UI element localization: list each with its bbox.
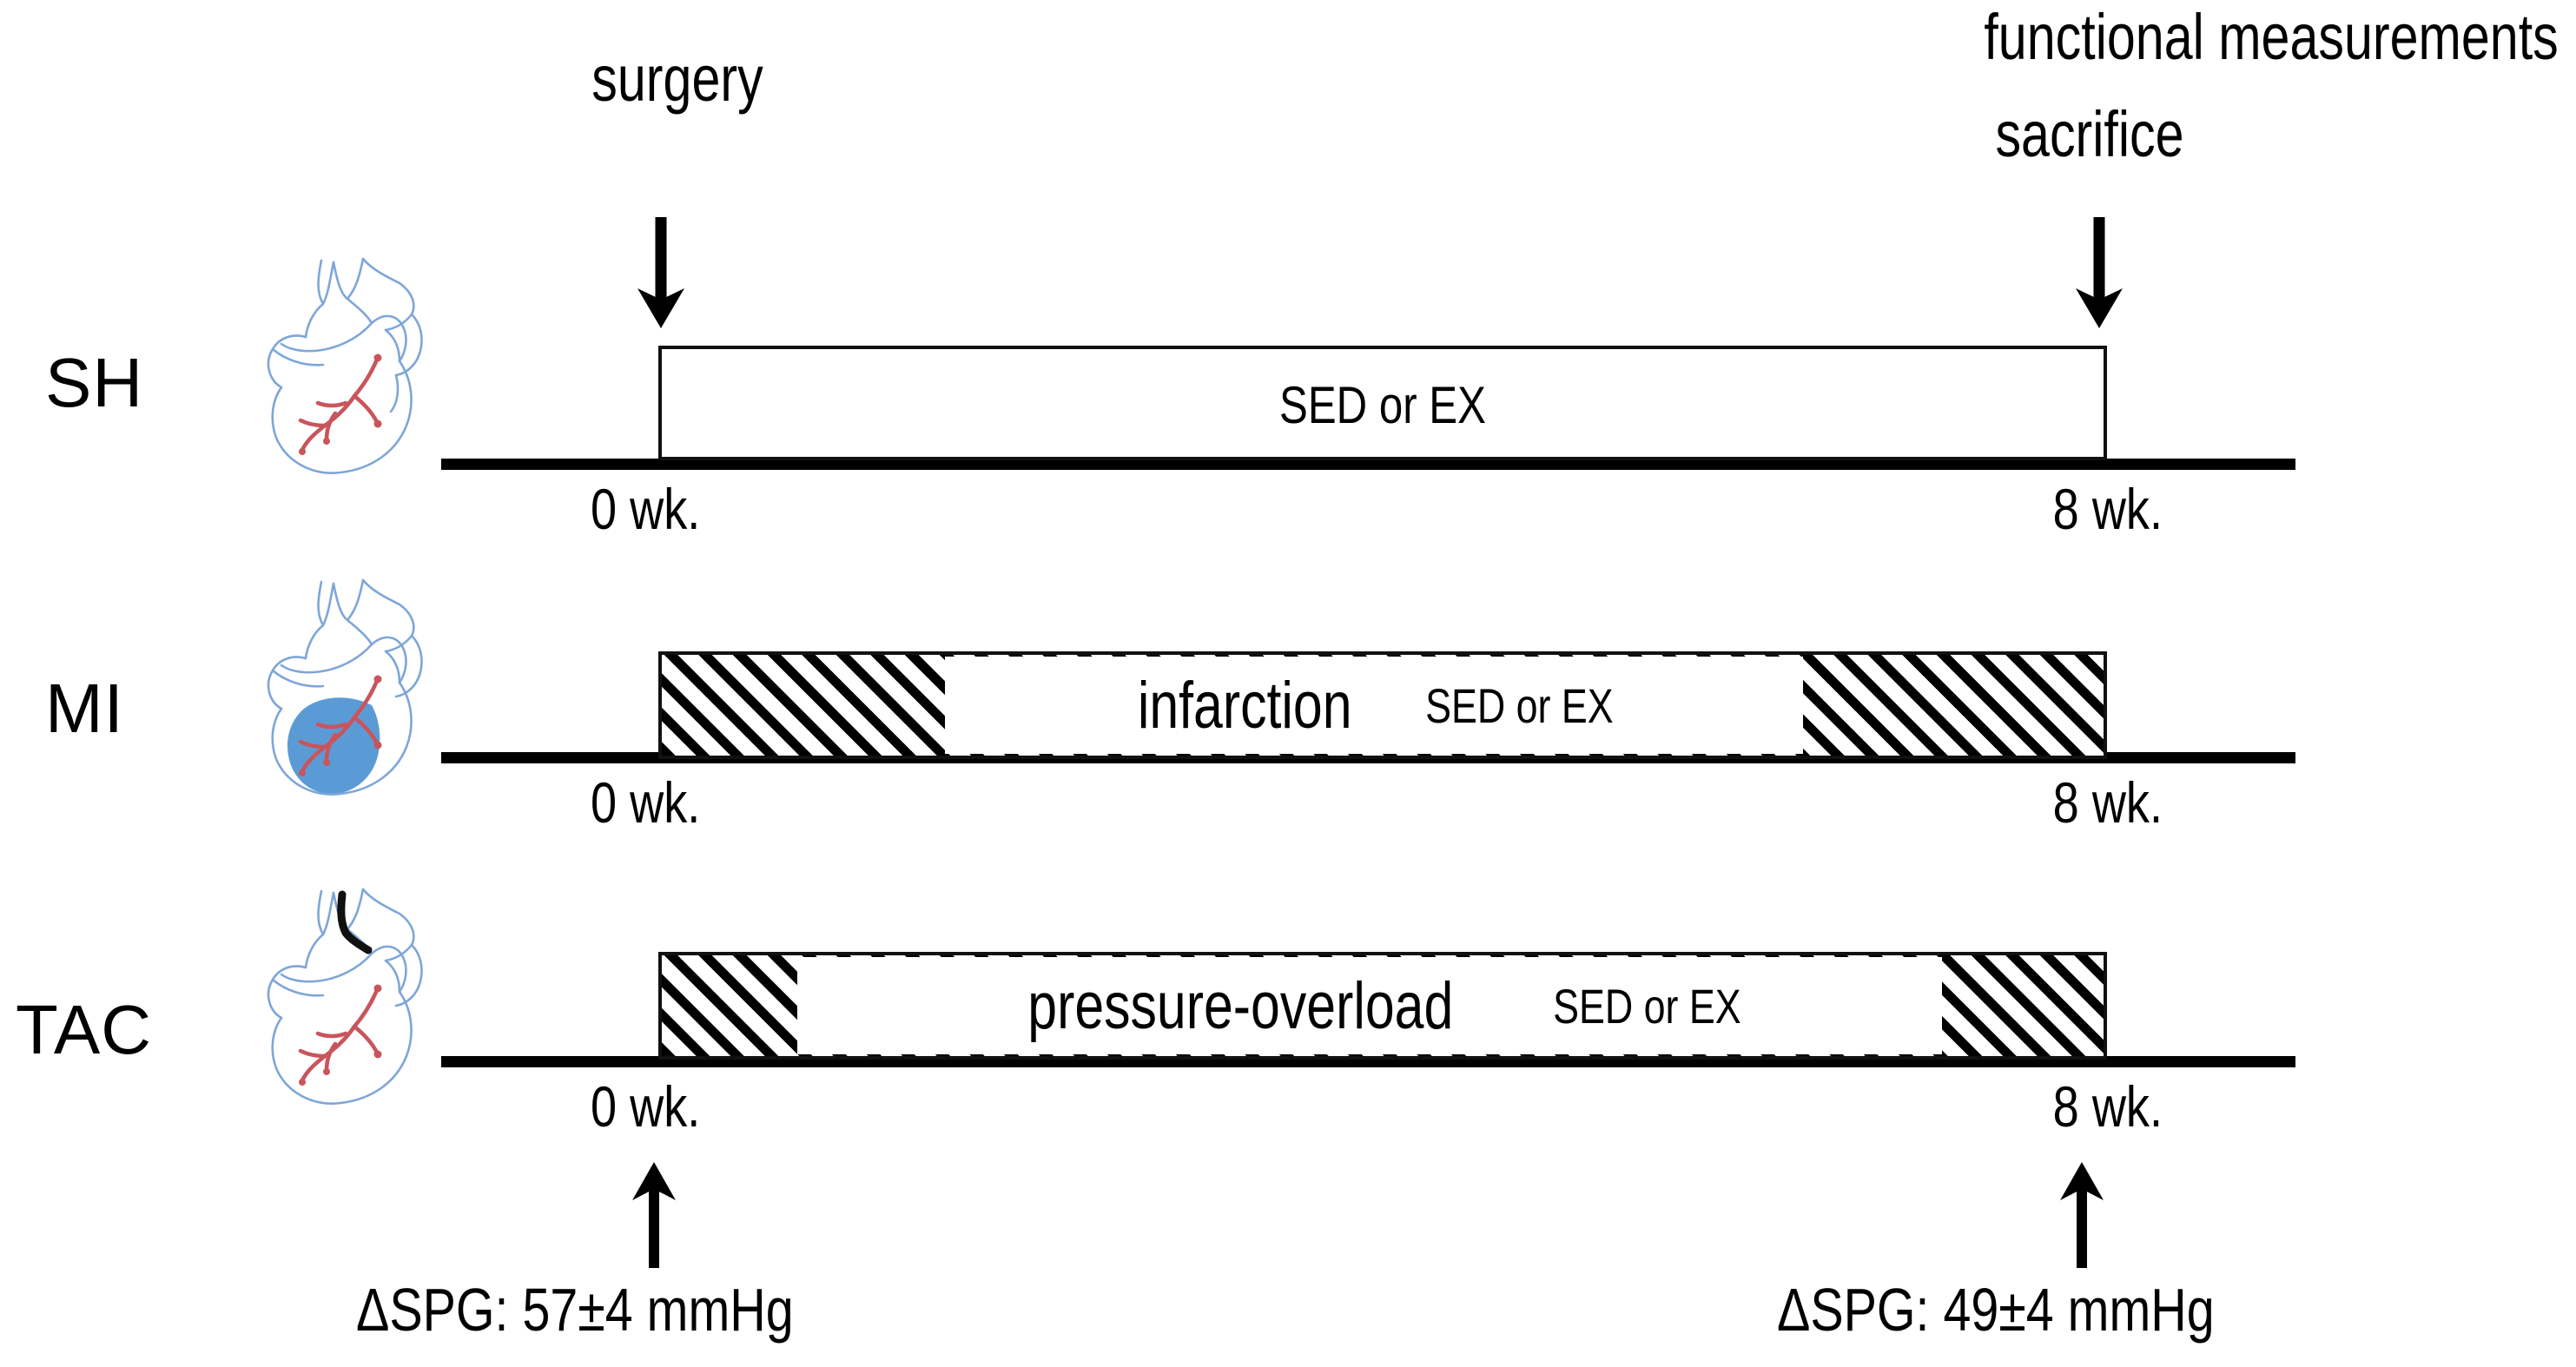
timepoint-label-mi-end: 8 wk. [2052, 770, 2163, 835]
bar-label-sh-treatment: SED or EX [1279, 376, 1486, 434]
heart-banded-aorta-icon [250, 884, 441, 1114]
bar-label-mi-treatment: SED or EX [1424, 677, 1614, 733]
timepoint-label-mi-start: 0 wk. [591, 770, 701, 835]
bar-label-tac-treatment: SED or EX [1552, 978, 1741, 1034]
bar-label-tac-condition: pressure-overload [1027, 968, 1454, 1043]
row-label-sh: SH [45, 344, 144, 421]
bar-tac-label-plate: pressure-overload SED or EX [797, 957, 1942, 1054]
surgery-annotation-label: surgery [591, 43, 763, 115]
timepoint-label-tac-start: 0 wk. [591, 1074, 701, 1139]
heart-infarct-icon [250, 575, 441, 809]
heart-normal-icon [250, 254, 441, 479]
aortic-band-stroke [337, 890, 373, 954]
row-label-tac: TAC [16, 991, 153, 1068]
timepoint-label-tac-end: 8 wk. [2052, 1074, 2163, 1139]
timepoint-label-sh-end: 8 wk. [2052, 477, 2163, 541]
spg-end-annotation: ΔSPG: 49±4 mmHg [1777, 1276, 2215, 1344]
timepoint-label-sh-start: 0 wk. [591, 477, 701, 541]
spg-start-annotation: ΔSPG: 57±4 mmHg [356, 1276, 794, 1344]
functional-measurements-annotation-label: functional measurements [1984, 1, 2559, 73]
bar-label-mi-condition: infarction [1138, 668, 1352, 743]
row-label-mi: MI [45, 670, 124, 747]
spg-end-up-arrow-icon [2055, 1162, 2109, 1268]
bar-sh [658, 346, 2107, 460]
spg-start-up-arrow-icon [627, 1162, 681, 1268]
sacrifice-annotation-label: sacrifice [1995, 98, 2184, 170]
bar-mi-label-plate: infarction SED or EX [945, 657, 1803, 754]
surgery-down-arrow-icon [632, 217, 690, 330]
timeline-axis-sh [441, 459, 2295, 470]
sacrifice-down-arrow-icon [2071, 217, 2128, 330]
